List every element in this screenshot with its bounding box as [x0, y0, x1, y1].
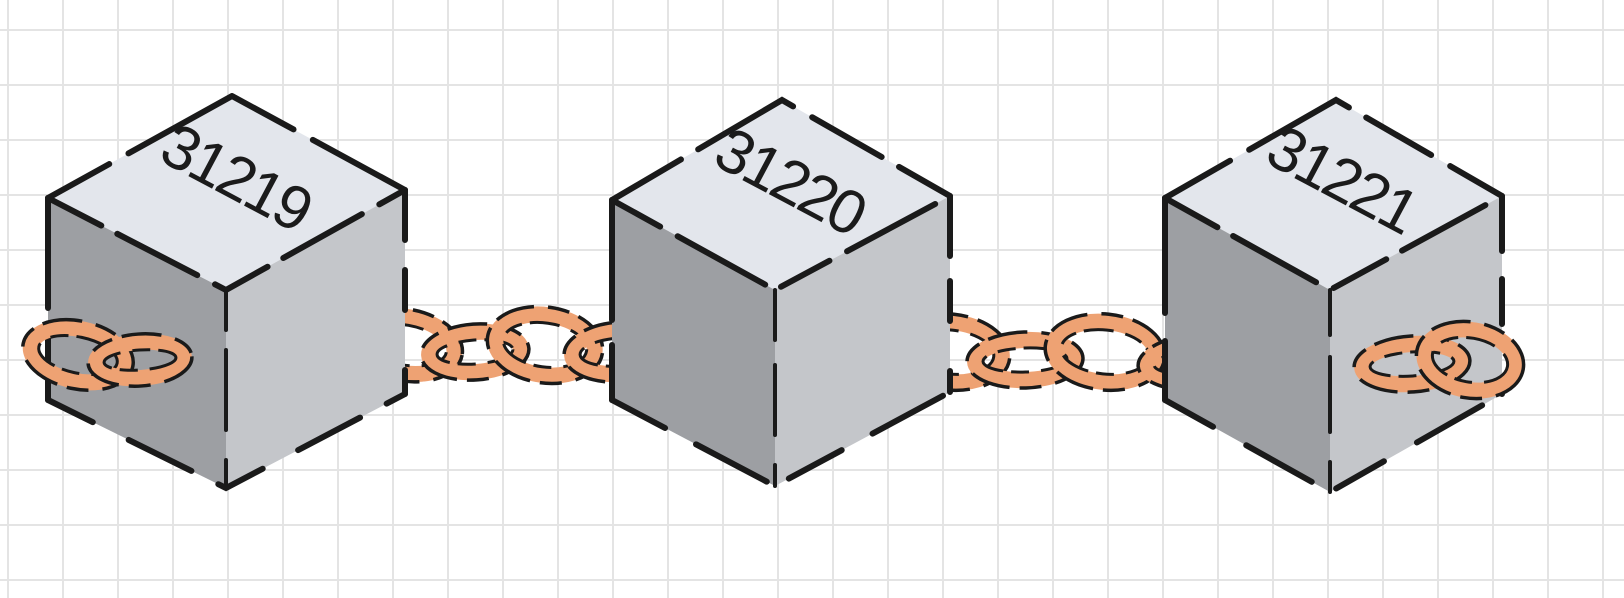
- cube-outline: [1162, 96, 1505, 496]
- chain-link-icon: [1352, 334, 1472, 394]
- chain-link-icon: [21, 318, 135, 392]
- cube-outline: [45, 93, 408, 492]
- cube-left-face: [1165, 198, 1330, 492]
- block-cube-2: 31220: [609, 96, 953, 490]
- chain-link-icon: [1414, 319, 1526, 401]
- chain-link-icon: [485, 304, 605, 386]
- cube-right-face: [226, 190, 405, 488]
- chain-link-icon: [419, 322, 531, 382]
- block-cube-1: 31219: [45, 93, 408, 492]
- cube-left-face: [612, 200, 775, 486]
- cube-outline: [609, 96, 953, 490]
- cube-top-face: [612, 100, 950, 290]
- block-cube-3: 31221: [1162, 96, 1505, 496]
- chain-layer-front: [21, 318, 1526, 401]
